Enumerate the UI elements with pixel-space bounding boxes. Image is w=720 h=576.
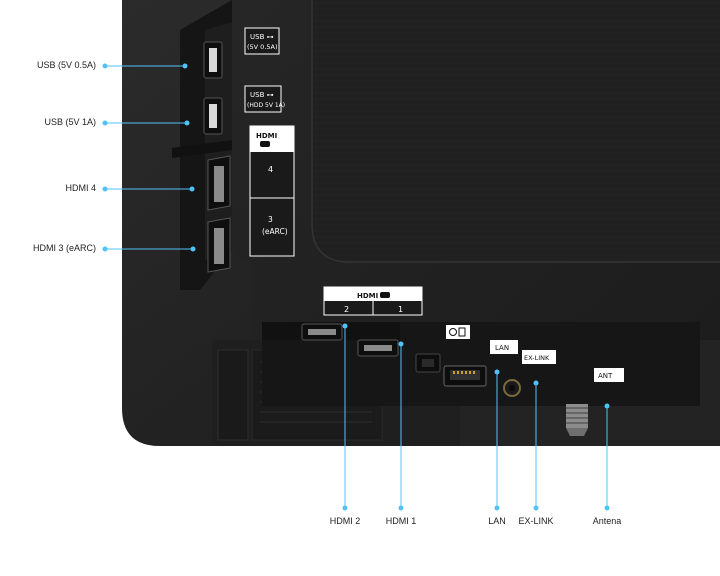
callout-exlink: EX-LINK (518, 516, 554, 526)
hdmi-bottom-label-1: 1 (398, 305, 403, 314)
hdmi-side-label-4: 4 (268, 165, 273, 174)
ant-panel-label: ANT (598, 372, 613, 380)
callout-usb-1a: USB (5V 1A) (44, 117, 96, 127)
callout-hdmi3-earc: HDMI 3 (eARC) (32, 243, 96, 253)
lan-label-box (490, 340, 518, 354)
callout-usb-05a: USB (5V 0.5A) (36, 60, 96, 70)
usb-hdd-label-line2: (HDD 5V 1A) (247, 102, 285, 109)
hdmi-bottom-label-2: 2 (344, 305, 349, 314)
callout-antenna: Antena (592, 516, 622, 526)
usb-top-label-line2: (5V 0.5A) (247, 43, 278, 51)
callout-lan: LAN (488, 516, 506, 526)
usb-hdd-label-box (244, 85, 282, 113)
lan-panel-label: LAN (495, 344, 509, 352)
exlink-label-box (522, 350, 556, 364)
callout-lines (105, 65, 608, 508)
callout-dots (102, 63, 610, 511)
hdmi-side-label-earc: (eARC) (262, 227, 288, 236)
callout-hdmi2: HDMI 2 (329, 516, 361, 526)
antenna-connector (566, 404, 588, 436)
recessed-panel (312, 0, 720, 262)
hdmi-bottom-label: HDMI (357, 292, 378, 300)
hdmi-side-label-3: 3 (268, 215, 273, 224)
ant-label-box (594, 368, 624, 382)
optical-icon (449, 328, 457, 336)
callout-hdmi4: HDMI 4 (65, 183, 96, 193)
usb-hdd-label-line1: USB ⊶ (250, 91, 274, 99)
hdmi-side-label: HDMI (256, 132, 277, 140)
exlink-panel-label: EX-LINK (524, 354, 550, 362)
callout-hdmi1: HDMI 1 (385, 516, 417, 526)
gamepad-icon (260, 141, 390, 298)
usb-top-label-box (244, 27, 280, 55)
usb-top-label-line1: USB ⊶ (250, 33, 274, 41)
